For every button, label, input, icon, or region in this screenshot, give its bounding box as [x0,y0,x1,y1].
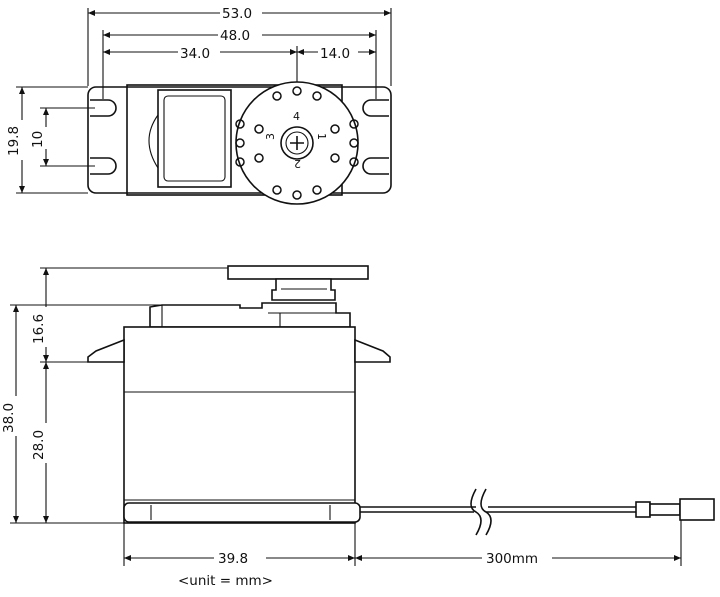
side-bottom-cap [123,502,361,523]
dim-16-6: 16.6 [31,314,47,344]
horn-hub-outer [280,126,314,160]
top-left-bump [148,114,159,169]
dim-10: 10 [30,131,46,148]
mount-slots [90,99,389,175]
unit-note: <unit = mm> [178,573,273,589]
side-horn-plate [227,265,369,280]
side-cable [360,488,636,536]
side-connector [635,498,715,521]
dim-300mm: 300mm [486,551,538,567]
horn-digit-1: 1 [315,133,328,140]
dim-38: 38.0 [1,403,17,433]
dim-48: 48.0 [220,28,250,44]
horn-holes [235,86,359,200]
side-view: 38.0 16.6 28.0 39.8 300mm <unit = mm> [1,265,715,589]
horn-hub-inner [285,131,309,155]
screw-cross [290,136,304,150]
dim-39-8: 39.8 [218,551,248,567]
dim-53: 53.0 [222,6,252,22]
side-main-body [123,326,356,524]
top-label-area [157,89,232,188]
horn-digit-4: 4 [293,110,300,123]
dim-34: 34.0 [180,46,210,62]
dim-28: 28.0 [31,430,47,460]
horn-digit-2: 2 [294,157,301,170]
dim-19-8: 19.8 [6,126,22,156]
dim-14: 14.0 [320,46,350,62]
side-right-flange [354,338,391,363]
horn-digit-3: 3 [264,133,277,140]
side-left-flange [87,338,125,363]
top-view: 4 1 3 2 53.0 48.0 34.0 14.0 [6,4,392,205]
top-label-inner [163,95,226,182]
side-top-case [149,302,351,328]
side-horizontal-dims [123,520,682,566]
top-flange-outline [87,86,392,194]
